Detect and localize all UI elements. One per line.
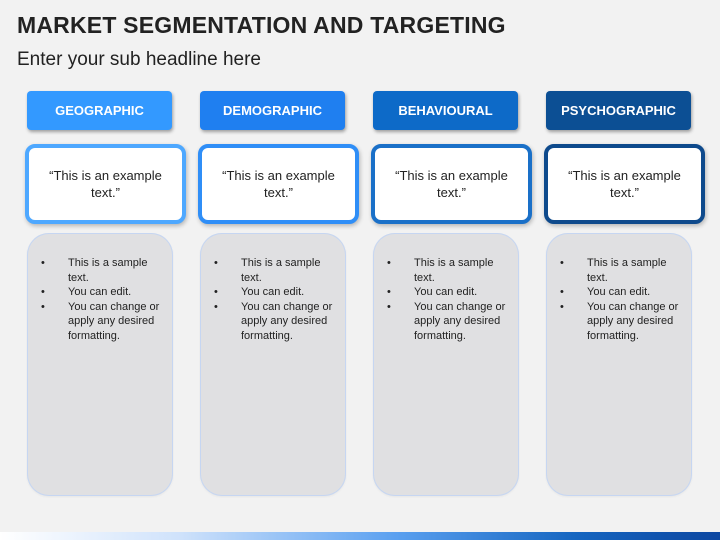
bullet-text: This is a sample text. bbox=[68, 257, 148, 284]
segment-quote-text: “This is an example text.” bbox=[395, 168, 508, 200]
segment-bullet-box-behavioural: • This is a sample text. • You can edit. •… bbox=[373, 233, 519, 496]
bullet-dot-icon: • bbox=[41, 300, 45, 313]
slide-subtitle: Enter your sub headline here bbox=[17, 49, 261, 70]
bullet-text: You can change or apply any desired form… bbox=[68, 300, 160, 342]
bottom-accent-bar bbox=[0, 532, 720, 540]
segment-header-psychographic: PSYCHOGRAPHIC bbox=[546, 91, 691, 130]
bullet-text: You can change or apply any desired form… bbox=[587, 300, 679, 342]
segment-bullet-box-geographic: • This is a sample text. • You can edit. •… bbox=[27, 233, 173, 496]
segment-quote-box-psychographic: “This is an example text.” bbox=[544, 144, 705, 224]
segment-bullet-box-demographic: • This is a sample text. • You can edit. •… bbox=[200, 233, 346, 496]
bullet-dot-icon: • bbox=[214, 286, 218, 298]
bullet-text: This is a sample text. bbox=[241, 257, 321, 284]
segment-header-geographic: GEOGRAPHIC bbox=[27, 91, 172, 130]
bullet-dot-icon: • bbox=[560, 257, 564, 269]
bullet-list: • This is a sample text. • You can edit. •… bbox=[387, 256, 517, 343]
bullet-item: • You can change or apply any desired for… bbox=[41, 300, 171, 344]
bullet-item: • You can edit. bbox=[41, 285, 171, 300]
bullet-text: You can change or apply any desired form… bbox=[241, 300, 333, 342]
bullet-dot-icon: • bbox=[387, 286, 391, 298]
bullet-dot-icon: • bbox=[41, 257, 45, 269]
bullet-dot-icon: • bbox=[41, 286, 45, 298]
bullet-list: • This is a sample text. • You can edit. •… bbox=[560, 256, 690, 343]
bullet-text: You can edit. bbox=[414, 286, 478, 298]
bullet-dot-icon: • bbox=[214, 300, 218, 313]
bullet-dot-icon: • bbox=[560, 286, 564, 298]
segment-quote-text: “This is an example text.” bbox=[222, 168, 335, 200]
segment-header-behavioural: BEHAVIOURAL bbox=[373, 91, 518, 130]
bullet-item: • This is a sample text. bbox=[387, 256, 517, 285]
bullet-text: This is a sample text. bbox=[414, 257, 494, 284]
segment-header-label: BEHAVIOURAL bbox=[398, 103, 493, 118]
bullet-text: This is a sample text. bbox=[587, 257, 667, 284]
bullet-item: • You can change or apply any desired for… bbox=[214, 300, 344, 344]
segment-quote-text: “This is an example text.” bbox=[568, 168, 681, 200]
segment-quote-box-geographic: “This is an example text.” bbox=[25, 144, 186, 224]
bullet-item: • You can change or apply any desired for… bbox=[560, 300, 690, 344]
bullet-text: You can edit. bbox=[241, 286, 305, 298]
bullet-item: • You can change or apply any desired for… bbox=[387, 300, 517, 344]
bullet-item: • This is a sample text. bbox=[560, 256, 690, 285]
segment-header-label: PSYCHOGRAPHIC bbox=[561, 103, 676, 118]
bullet-text: You can change or apply any desired form… bbox=[414, 300, 506, 342]
bullet-item: • This is a sample text. bbox=[41, 256, 171, 285]
segment-quote-box-demographic: “This is an example text.” bbox=[198, 144, 359, 224]
bullet-list: • This is a sample text. • You can edit. •… bbox=[41, 256, 171, 343]
segment-quote-text: “This is an example text.” bbox=[49, 168, 162, 200]
bullet-dot-icon: • bbox=[387, 300, 391, 313]
bullet-text: You can edit. bbox=[68, 286, 132, 298]
bullet-item: • This is a sample text. bbox=[214, 256, 344, 285]
segment-header-label: GEOGRAPHIC bbox=[55, 103, 144, 118]
slide-title: MARKET SEGMENTATION AND TARGETING bbox=[17, 12, 506, 38]
bullet-dot-icon: • bbox=[387, 257, 391, 269]
bullet-item: • You can edit. bbox=[560, 285, 690, 300]
bullet-text: You can edit. bbox=[587, 286, 651, 298]
segment-header-demographic: DEMOGRAPHIC bbox=[200, 91, 345, 130]
bullet-dot-icon: • bbox=[560, 300, 564, 313]
segment-quote-box-behavioural: “This is an example text.” bbox=[371, 144, 532, 224]
bullet-item: • You can edit. bbox=[387, 285, 517, 300]
segment-bullet-box-psychographic: • This is a sample text. • You can edit. •… bbox=[546, 233, 692, 496]
bullet-dot-icon: • bbox=[214, 257, 218, 269]
segment-header-label: DEMOGRAPHIC bbox=[223, 103, 322, 118]
bullet-list: • This is a sample text. • You can edit. •… bbox=[214, 256, 344, 343]
bullet-item: • You can edit. bbox=[214, 285, 344, 300]
